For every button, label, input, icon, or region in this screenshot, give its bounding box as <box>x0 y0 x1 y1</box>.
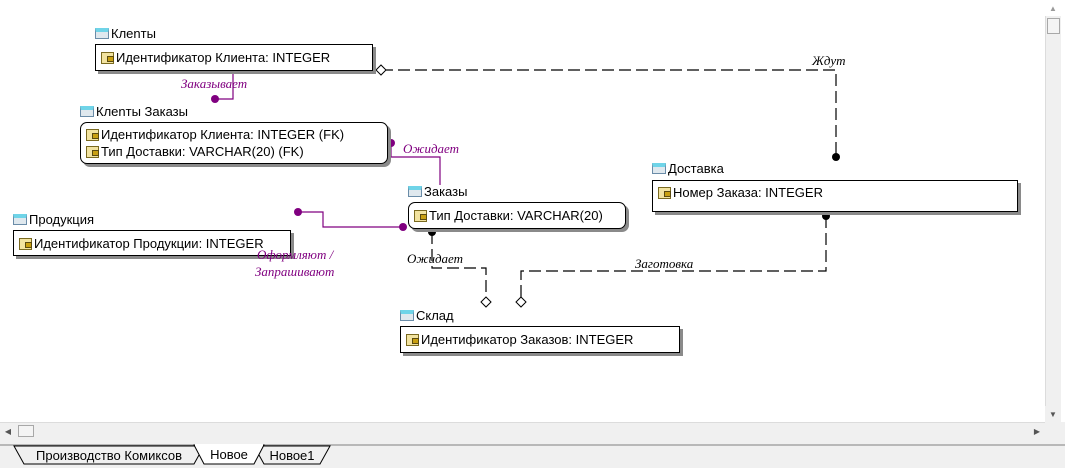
attribute-row[interactable]: Идентификатор Клиента: INTEGER (FK) <box>81 126 387 143</box>
attribute-row[interactable]: Идентификатор Продукции: INTEGER <box>14 235 290 252</box>
attribute-row[interactable]: Тип Доставки: VARCHAR(20) <box>409 207 625 224</box>
key-icon <box>414 209 427 222</box>
horizontal-scroll-thumb[interactable] <box>18 425 34 437</box>
relationship-zagotovka[interactable] <box>515 212 830 308</box>
table-icon <box>80 106 94 117</box>
key-icon <box>658 186 671 199</box>
relationship-ozhidaet-1[interactable] <box>387 139 441 185</box>
attribute-row[interactable]: Идентификатор Заказов: INTEGER <box>401 331 679 348</box>
tab-outlines <box>0 444 1065 465</box>
scroll-down-button[interactable]: ▼ <box>1045 406 1061 422</box>
attribute-row[interactable]: Номер Заказа: INTEGER <box>653 184 1017 201</box>
attribute-text: Идентификатор Продукции: INTEGER <box>34 236 264 251</box>
label-zagotovka[interactable]: Заготовка <box>635 256 694 271</box>
sheet-tab-bar: Производство Комиксов Новое Новое1 <box>0 438 1065 468</box>
key-icon <box>101 51 114 64</box>
entity-clients-body: Идентификатор Клиента: INTEGER <box>95 44 373 71</box>
vertical-scrollbar[interactable] <box>1045 16 1061 422</box>
horizontal-scrollbar[interactable]: ◀ ▶ <box>0 422 1045 439</box>
table-icon <box>400 310 414 321</box>
scroll-up-button[interactable]: ▲ <box>1045 0 1061 16</box>
entity-client-orders-title: Клenты Заказы <box>96 104 188 119</box>
attribute-text: Идентификатор Клиента: INTEGER <box>116 50 331 65</box>
label-zhdut[interactable]: Ждут <box>812 53 846 68</box>
relationship-lines <box>211 64 840 308</box>
label-ozhidaet-2[interactable]: Ожидает <box>407 251 464 266</box>
entity-client-orders-header: Клenты Заказы <box>80 104 188 119</box>
attribute-text: Номер Заказа: INTEGER <box>673 185 823 200</box>
label-ozhidaet-1[interactable]: Ожидает <box>403 141 460 156</box>
entity-orders-header: Заказы <box>408 184 467 199</box>
entity-orders-title: Заказы <box>424 184 468 199</box>
attribute-text: Идентификатор Клиента: INTEGER (FK) <box>101 127 345 142</box>
entity-delivery-title: Доставка <box>668 161 724 176</box>
label-zakazyvaet[interactable]: Заказывает <box>181 76 248 91</box>
table-icon <box>408 186 422 197</box>
table-icon <box>652 163 666 174</box>
key-icon <box>406 333 419 346</box>
scroll-corner <box>1045 422 1065 438</box>
entity-delivery-header: Доставка <box>652 161 724 176</box>
table-icon <box>95 28 109 39</box>
vertical-scroll-thumb[interactable] <box>1047 18 1060 34</box>
key-icon <box>86 128 99 141</box>
relationship-zhdut[interactable] <box>375 64 840 161</box>
key-icon <box>19 237 32 250</box>
attribute-text: Идентификатор Заказов: INTEGER <box>421 332 634 347</box>
scroll-right-button[interactable]: ▶ <box>1029 423 1045 439</box>
relationship-zakazyvaet[interactable] <box>211 72 234 103</box>
tab-novoe[interactable]: Новое <box>210 446 248 462</box>
table-icon <box>13 214 27 225</box>
entity-clients-header: Клenты <box>95 26 156 41</box>
attribute-text: Тип Доставки: VARCHAR(20) <box>429 208 603 223</box>
entity-warehouse-header: Склад <box>400 308 454 323</box>
entity-delivery-body: Номер Заказа: INTEGER <box>652 180 1018 212</box>
entity-warehouse-title: Склад <box>416 308 454 323</box>
entity-warehouse-body: Идентификатор Заказов: INTEGER <box>400 326 680 353</box>
label-zaprashivayut[interactable]: Запрашивают <box>255 264 335 279</box>
relationship-oformlyayut[interactable] <box>294 208 407 231</box>
entity-clients-title: Клenты <box>111 26 156 41</box>
label-oformlyayut[interactable]: Оформляют / <box>257 247 334 262</box>
relationship-ozhidaet-2[interactable] <box>428 228 492 308</box>
tab-proizvodstvo-komiksov[interactable]: Производство Комиксов <box>36 447 182 463</box>
entity-products-title: Продукция <box>29 212 95 227</box>
attribute-row[interactable]: Идентификатор Клиента: INTEGER <box>96 49 372 66</box>
tab-novoe1[interactable]: Новое1 <box>269 447 315 463</box>
entity-products-header: Продукция <box>13 212 94 227</box>
entity-client-orders-body: Идентификатор Клиента: INTEGER (FK) Тип … <box>80 122 388 164</box>
entity-products-body: Идентификатор Продукции: INTEGER <box>13 230 291 256</box>
attribute-text: Тип Доставки: VARCHAR(20) (FK) <box>101 144 304 159</box>
scroll-left-button[interactable]: ◀ <box>0 423 16 439</box>
diagram-canvas[interactable]: Клenты Идентификатор Клиента: INTEGER Кл… <box>0 0 1045 422</box>
key-icon <box>86 145 99 158</box>
entity-orders-body: Тип Доставки: VARCHAR(20) <box>408 202 626 229</box>
attribute-row[interactable]: Тип Доставки: VARCHAR(20) (FK) <box>81 143 387 160</box>
